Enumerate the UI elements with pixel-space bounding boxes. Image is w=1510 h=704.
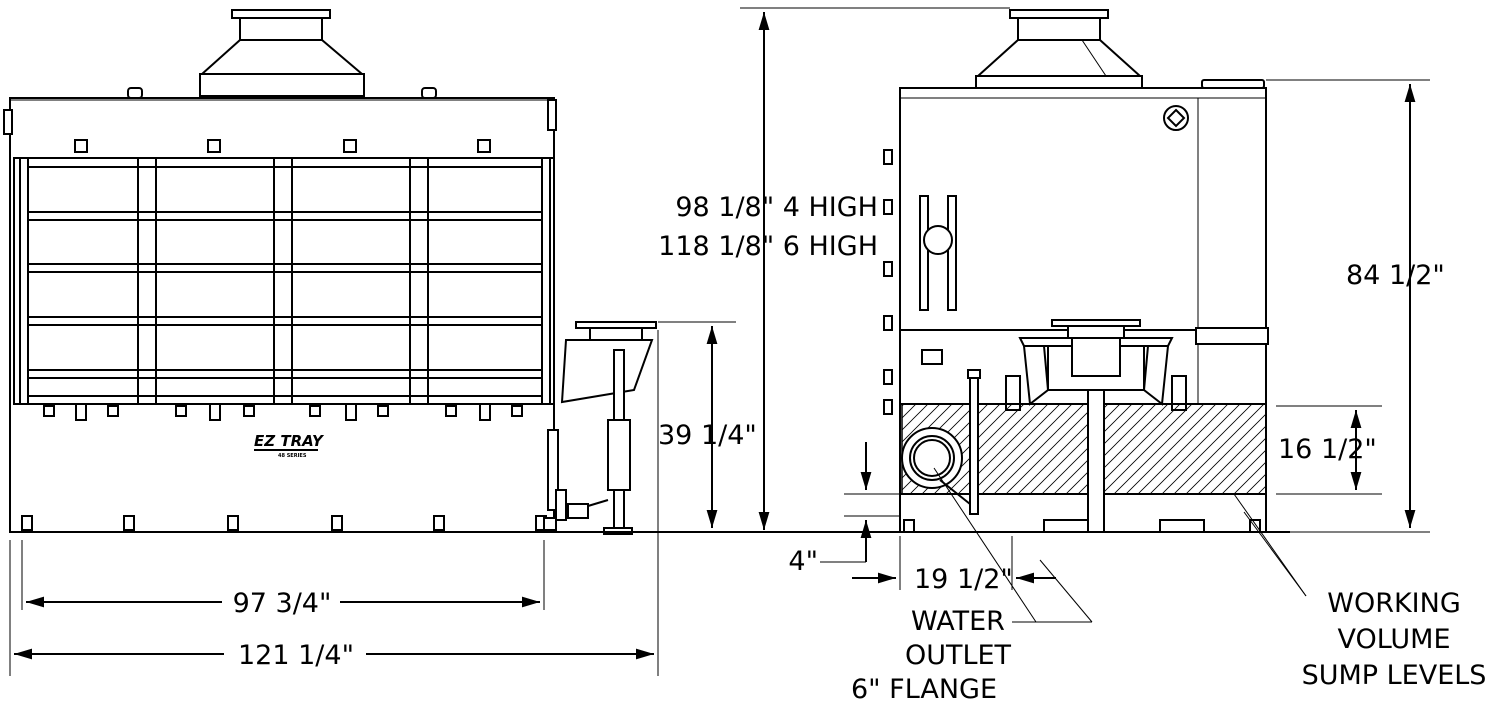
ez-tray-logo: EZ TRAY 48 SERIES <box>254 432 325 459</box>
water-outlet-label-3: 6" FLANGE <box>851 674 997 704</box>
front-louver-rails <box>28 166 542 397</box>
dimension-lines <box>9 7 1430 676</box>
sump-label-3: SUMP LEVELS <box>1302 660 1487 691</box>
inlet-height-label: 39 1/4" <box>658 420 757 451</box>
sump-level-label: 16 1/2" <box>1278 434 1377 465</box>
height-6high-label: 118 1/8" 6 HIGH <box>658 231 878 262</box>
side-fan-hood <box>975 39 1143 77</box>
front-fan-hood <box>199 39 365 75</box>
sump-label-2: VOLUME <box>1337 624 1450 655</box>
sump-hatch <box>901 403 1267 495</box>
water-outlet-label-1: WATER <box>911 606 1005 637</box>
height-4high-label: 98 1/8" 4 HIGH <box>675 192 878 223</box>
side-sight-glass <box>919 195 957 311</box>
front-fan-top-flange <box>231 9 331 19</box>
side-hinges <box>883 149 893 415</box>
front-bottom-tabs <box>43 403 523 421</box>
front-feet <box>21 515 547 531</box>
base-height-label: 4" <box>788 546 818 577</box>
svg-text:EZ TRAY: EZ TRAY <box>254 432 325 450</box>
side-height-label: 84 1/2" <box>1346 260 1445 291</box>
sump-label-1: WORKING <box>1327 588 1461 619</box>
outlet-offset-label: 19 1/2" <box>914 564 1013 595</box>
side-feet <box>903 519 1261 533</box>
side-view <box>883 9 1269 533</box>
side-access-port <box>1163 105 1189 131</box>
width-outer-label: 121 1/4" <box>238 640 354 671</box>
side-inlet-basin <box>1005 319 1187 411</box>
side-fan-top-flange <box>1009 9 1109 19</box>
front-side-inlet <box>543 321 657 535</box>
front-view: EZ TRAY 48 SERIES <box>3 9 1290 535</box>
width-inner-label: 97 3/4" <box>233 588 332 619</box>
water-outlet-label-2: OUTLET <box>905 640 1012 671</box>
svg-text:48 SERIES: 48 SERIES <box>278 453 307 459</box>
front-top-latches <box>74 139 491 153</box>
